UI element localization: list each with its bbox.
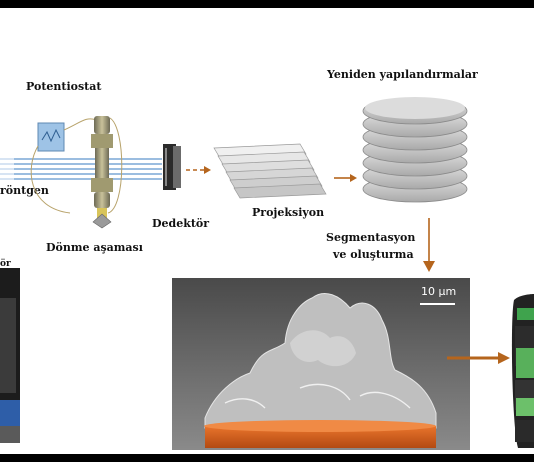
rotation-stage-label: Dönme aşaması — [46, 241, 143, 254]
arrow-to-reconstructions — [334, 174, 357, 182]
detector-label: Dedektör — [152, 217, 210, 230]
detector-plate — [163, 144, 181, 190]
sample-cell — [91, 116, 123, 229]
diagram-graphics — [0, 97, 534, 450]
potentiostat-label: Potentiostat — [26, 80, 102, 93]
segmentation-label-line2: ve oluşturma — [333, 248, 414, 261]
reconstructions-label: Yeniden yapılandırmalar — [327, 68, 478, 81]
battery-device-photo — [511, 294, 534, 448]
xray-beam — [0, 156, 162, 182]
projections-stack — [213, 143, 327, 199]
left-photo-label: ör — [0, 259, 11, 269]
left-instrument-photo — [0, 268, 20, 443]
scale-bar-label: 10 µm — [421, 285, 457, 298]
arrow-to-projections — [186, 166, 211, 174]
potentiostat-module — [30, 118, 97, 214]
arrow-to-device — [447, 352, 510, 364]
reconstruction-slices — [362, 97, 468, 203]
diagram-canvas: Potentiostat röntgen Dönme aşaması Dedek… — [0, 8, 534, 454]
projections-label: Projeksiyon — [252, 206, 325, 219]
segmentation-image — [172, 278, 470, 450]
segmentation-label-line1: Segmentasyon — [326, 231, 416, 244]
arrow-to-segmentation — [423, 218, 435, 272]
